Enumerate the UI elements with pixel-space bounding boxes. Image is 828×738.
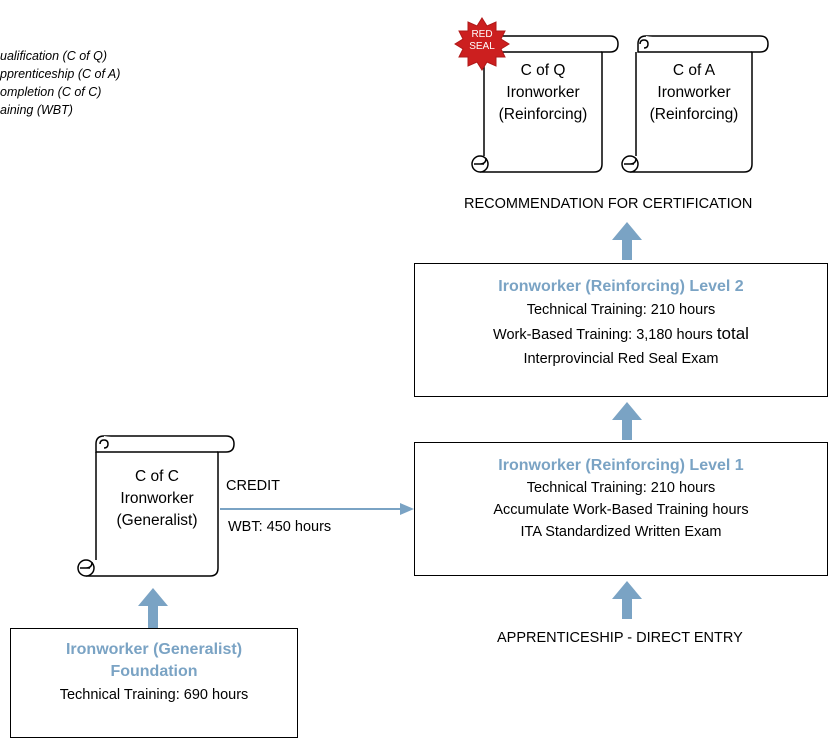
level2-technical: Technical Training: 210 hours xyxy=(526,302,716,318)
foundation-technical: Technical Training: 690 hours xyxy=(59,687,249,703)
level1-title: Ironworker (Reinforcing) Level 1 xyxy=(498,457,744,474)
arrow-direct-entry-icon xyxy=(612,581,642,619)
legend-item-coc: ompletion (C of C) xyxy=(0,85,102,99)
level1-technical: Technical Training: 210 hours xyxy=(526,480,716,496)
direct-entry-label: APPRENTICESHIP - DIRECT ENTRY xyxy=(497,630,743,646)
credit-wbt-label: WBT: 450 hours xyxy=(228,519,332,535)
coq-certificate: C of Q Ironworker (Reinforcing) xyxy=(484,60,602,126)
coc-line3: (Generalist) xyxy=(116,512,198,529)
level1-box: Ironworker (Reinforcing) Level 1 Technic… xyxy=(414,442,828,576)
coc-line1: C of C xyxy=(135,468,179,485)
red-seal-icon xyxy=(454,17,510,71)
credit-label: CREDIT xyxy=(226,478,280,494)
foundation-box: Ironworker (Generalist) Foundation Techn… xyxy=(10,628,298,738)
red-seal-line2: SEAL xyxy=(469,41,495,52)
coc-scroll-icon xyxy=(77,435,235,577)
recommendation-label: RECOMMENDATION FOR CERTIFICATION xyxy=(464,196,753,212)
level1-accumulate: Accumulate Work-Based Training hours xyxy=(493,502,749,518)
foundation-title-line1: Ironworker (Generalist) xyxy=(65,641,243,658)
level2-exam: Interprovincial Red Seal Exam xyxy=(523,351,719,367)
foundation-title-line2: Foundation xyxy=(110,663,198,680)
coq-line1: C of Q xyxy=(520,62,566,79)
arrow-level1-to-level2-icon xyxy=(612,402,642,440)
arrow-credit-to-level1-icon xyxy=(220,503,414,515)
coa-certificate: C of A Ironworker (Reinforcing) xyxy=(636,60,752,126)
level2-wbt-total: total xyxy=(716,324,749,343)
coq-line3: (Reinforcing) xyxy=(498,106,588,123)
coa-line1: C of A xyxy=(672,62,716,79)
arrow-foundation-to-coc-icon xyxy=(138,588,168,628)
coa-line2: Ironworker xyxy=(657,84,731,101)
level2-title: Ironworker (Reinforcing) Level 2 xyxy=(498,278,744,295)
red-seal-line1: RED xyxy=(471,29,493,40)
level1-exam: ITA Standardized Written Exam xyxy=(520,524,722,540)
arrow-to-recommendation-icon xyxy=(612,222,642,260)
red-seal-label: RED SEAL xyxy=(462,29,502,53)
coa-scroll-icon xyxy=(621,35,769,173)
coa-line3: (Reinforcing) xyxy=(649,106,739,123)
coc-line2: Ironworker xyxy=(120,490,194,507)
legend-item-wbt: aining (WBT) xyxy=(0,103,73,117)
coq-line2: Ironworker xyxy=(506,84,580,101)
legend-item-coq: ualification (C of Q) xyxy=(0,49,107,63)
legend-item-coa: pprenticeship (C of A) xyxy=(0,67,121,81)
level2-wbt-text: Work-Based Training: 3,180 hours xyxy=(493,327,717,343)
coc-certificate: C of C Ironworker (Generalist) xyxy=(96,466,218,532)
level2-box: Ironworker (Reinforcing) Level 2 Technic… xyxy=(414,263,828,397)
level2-wbt: Work-Based Training: 3,180 hours total xyxy=(415,322,827,347)
